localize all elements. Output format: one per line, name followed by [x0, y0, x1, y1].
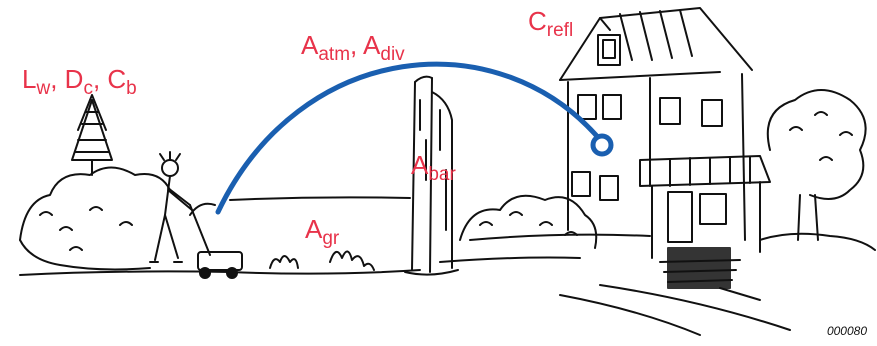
- receiver-icon: [593, 136, 611, 154]
- source-label: Lw, Dc, Cb: [22, 66, 137, 92]
- tree-icon: [72, 95, 112, 175]
- house-icon: [560, 8, 770, 300]
- ground-label: Agr: [305, 216, 339, 242]
- bushes-icon: [20, 168, 215, 270]
- air-attenuation-label: Aatm, Adiv: [301, 32, 405, 58]
- lawn-mower-icon: [190, 205, 242, 278]
- barrier-label: Abar: [411, 152, 456, 178]
- reflection-label: Crefl: [528, 8, 573, 34]
- sound-path-arc: [218, 64, 602, 212]
- person-mowing-icon: [150, 152, 192, 262]
- figure-code: 000080: [827, 324, 867, 338]
- tree-icon: [760, 90, 875, 250]
- bushes-icon: [460, 196, 596, 248]
- bushes-icon: [270, 251, 374, 270]
